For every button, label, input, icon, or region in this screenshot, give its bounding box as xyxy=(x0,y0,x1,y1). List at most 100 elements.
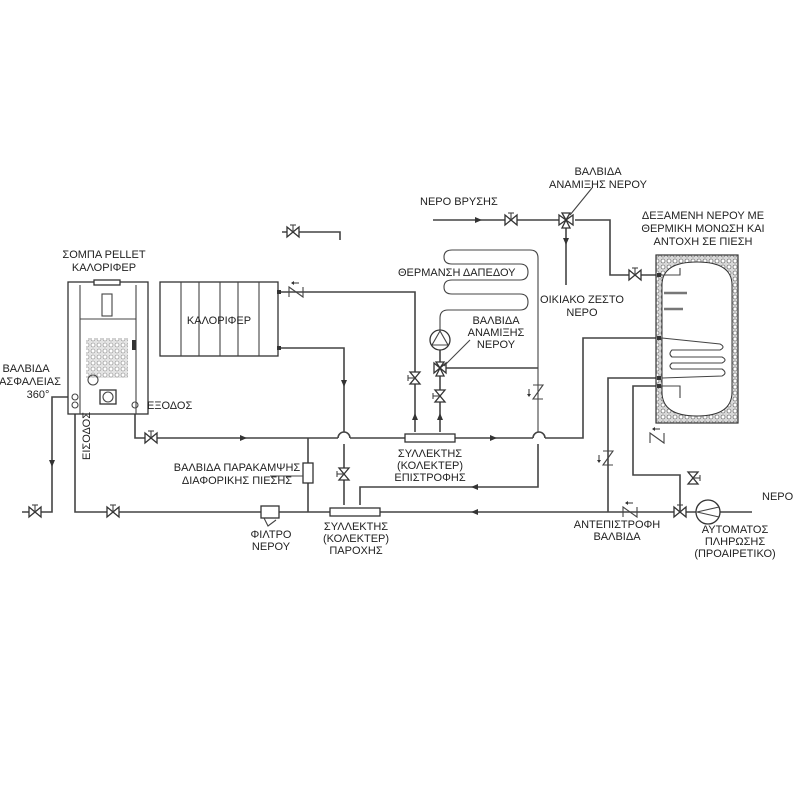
svg-text:ΑΝΤΕΠΙΣΤΡΟΦΗ: ΑΝΤΕΠΙΣΤΡΟΦΗ xyxy=(574,519,661,531)
arrow-icon xyxy=(490,435,497,441)
svg-text:ΑΝΑΜΙΞΗΣ: ΑΝΑΜΙΞΗΣ xyxy=(468,327,525,339)
mixing-valve-icon[interactable] xyxy=(433,361,447,377)
heat-exchanger-coil xyxy=(661,337,726,379)
safety-valve-pipe xyxy=(22,396,68,513)
supply-manifold-label: ΠΑΡΟΧΗΣ xyxy=(329,545,382,557)
svg-text:ΚΑΛΟΡΙΦΕΡ: ΚΑΛΟΡΙΦΕΡ xyxy=(72,262,136,274)
tank-cold-inlet xyxy=(632,385,681,495)
storage-tank[interactable] xyxy=(655,254,739,424)
return-manifold[interactable] xyxy=(404,433,456,443)
gate-valve-icon[interactable] xyxy=(432,389,447,403)
svg-text:ΑΥΤΟΜΑΤΟΣ: ΑΥΤΟΜΑΤΟΣ xyxy=(702,524,769,536)
auto-fill-label: (ΠΡΟΑΙΡΕΤΙΚΟ) xyxy=(694,548,775,560)
svg-text:ΔΕΞΑΜΕΝΗ ΝΕΡΟΥ ΜΕ: ΔΕΞΑΜΕΝΗ ΝΕΡΟΥ ΜΕ xyxy=(642,210,764,222)
arrow-icon xyxy=(471,484,478,490)
inlet-label: ΕΙΣΟΔΟΣ xyxy=(81,412,93,460)
radiator-return xyxy=(280,347,345,432)
arrow-icon xyxy=(437,413,443,420)
svg-text:ΝΕΡΟΥ: ΝΕΡΟΥ xyxy=(252,541,291,553)
svg-text:360°: 360° xyxy=(27,389,50,401)
dhw-label: ΟΙΚΙΑΚΟ ΖΕΣΤΟ xyxy=(540,294,624,306)
floor-mixing-valve-label: ΒΑΛΒΙΔΑ xyxy=(472,315,520,327)
outlet-label: ΕΞΟΔΟΣ xyxy=(147,400,192,412)
tank-label: ΑΝΤΟΧΗ ΣΕ ΠΙΕΣΗ xyxy=(654,236,753,248)
bypass-valve-icon[interactable] xyxy=(302,462,314,484)
arrow-icon xyxy=(240,435,247,441)
gate-valve-icon[interactable] xyxy=(686,471,701,485)
svg-text:(ΚΟΛΕΚΤΕΡ): (ΚΟΛΕΚΤΕΡ) xyxy=(323,533,389,545)
radiator-label: ΚΑΛΟΡΙΦΕΡ xyxy=(187,315,251,327)
svg-text:ΝΕΡΟ: ΝΕΡΟ xyxy=(762,491,794,503)
check-valve-icon[interactable] xyxy=(527,384,545,400)
pipes xyxy=(22,219,752,513)
auto-fill-label: ΠΛΗΡΩΣΗΣ xyxy=(705,536,766,548)
svg-text:ΘΕΡΜΑΝΣΗ ΔΑΠΕΔΟΥ: ΘΕΡΜΑΝΣΗ ΔΑΠΕΔΟΥ xyxy=(398,267,516,279)
arrow-icon xyxy=(412,413,418,420)
gate-valve-icon[interactable] xyxy=(106,504,120,519)
check-valve-icon[interactable] xyxy=(288,281,304,299)
arrow-icon xyxy=(471,509,478,515)
stove-label: ΚΑΛΟΡΙΦΕΡ xyxy=(72,262,136,274)
check-valve-label: ΒΑΛΒΙΔΑ xyxy=(593,531,641,543)
stub-pipe xyxy=(282,231,341,240)
supply-manifold[interactable] xyxy=(329,507,381,517)
svg-text:ΠΑΡΟΧΗΣ: ΠΑΡΟΧΗΣ xyxy=(329,545,382,557)
crossover-1 xyxy=(337,431,351,439)
return-manifold-label: (ΚΟΛΕΚΤΕΡ) xyxy=(397,460,463,472)
valves xyxy=(28,187,701,527)
stove-inlet-pipe xyxy=(74,405,262,513)
radiator-supply xyxy=(280,291,416,432)
gate-valve-icon[interactable] xyxy=(28,504,42,519)
gate-valve-icon[interactable] xyxy=(628,267,642,282)
bypass-valve-label: ΔΙΑΦΟΡΙΚΗΣ ΠΙΕΣΗΣ xyxy=(182,475,292,487)
fill-pump-icon[interactable] xyxy=(695,499,721,525)
check-valve-label: ΑΝΤΕΠΙΣΤΡΟΦΗ xyxy=(574,519,661,531)
dhw-mixing-valve-label: ΒΑΛΒΙΔΑ xyxy=(574,166,622,178)
floor-return xyxy=(359,444,539,505)
check-valve-icon[interactable] xyxy=(622,501,638,519)
dhw-label: ΝΕΡΟ xyxy=(566,307,598,319)
check-valve-icon[interactable] xyxy=(649,427,665,445)
svg-text:ΝΕΡΟΥ: ΝΕΡΟΥ xyxy=(477,339,516,351)
svg-text:ΝΕΡΟ: ΝΕΡΟ xyxy=(566,307,598,319)
floor-heating-coil xyxy=(439,249,539,432)
svg-text:ΟΙΚΙΑΚΟ ΖΕΣΤΟ: ΟΙΚΙΑΚΟ ΖΕΣΤΟ xyxy=(540,294,624,306)
svg-text:ΝΕΡΟ ΒΡΥΣΗΣ: ΝΕΡΟ ΒΡΥΣΗΣ xyxy=(420,196,498,208)
stove-outlet-pipe xyxy=(134,405,338,439)
water-label: ΝΕΡΟ xyxy=(762,491,794,503)
svg-text:ΣΥΛΛΕΚΤΗΣ: ΣΥΛΛΕΚΤΗΣ xyxy=(398,448,462,460)
svg-text:ΕΠΙΣΤΡΟΦΗΣ: ΕΠΙΣΤΡΟΦΗΣ xyxy=(394,472,465,484)
tank-coil-return xyxy=(607,377,660,512)
gate-valve-icon[interactable] xyxy=(504,212,518,227)
safety-valve-label: ΑΣΦΑΛΕΙΑΣ xyxy=(0,376,61,388)
check-valve-icon[interactable] xyxy=(597,450,615,466)
return-to-tank xyxy=(545,337,660,439)
gate-valve-icon[interactable] xyxy=(286,224,300,239)
labels: ΣΟΜΠΑ PELLET ΚΑΛΟΡΙΦΕΡ ΒΑΛΒΙΔΑ ΑΣΦΑΛΕΙΑΣ… xyxy=(0,166,794,560)
svg-text:ΒΑΛΒΙΔΑ: ΒΑΛΒΙΔΑ xyxy=(472,315,520,327)
floor-mixing-valve-label: ΝΕΡΟΥ xyxy=(477,339,516,351)
gate-valve-icon[interactable] xyxy=(336,467,351,481)
svg-text:ΒΑΛΒΙΔΑ ΠΑΡΑΚΑΜΨΗΣ: ΒΑΛΒΙΔΑ ΠΑΡΑΚΑΜΨΗΣ xyxy=(174,462,301,474)
svg-text:ΔΙΑΦΟΡΙΚΗΣ ΠΙΕΣΗΣ: ΔΙΑΦΟΡΙΚΗΣ ΠΙΕΣΗΣ xyxy=(182,475,292,487)
crossover-2 xyxy=(532,431,546,439)
svg-text:(ΠΡΟΑΙΡΕΤΙΚΟ): (ΠΡΟΑΙΡΕΤΙΚΟ) xyxy=(694,548,775,560)
return-manifold-label: ΕΠΙΣΤΡΟΦΗΣ xyxy=(394,472,465,484)
filter-icon[interactable] xyxy=(260,505,280,527)
svg-text:ΕΞΟΔΟΣ: ΕΞΟΔΟΣ xyxy=(147,400,192,412)
arrow-icon xyxy=(563,238,569,245)
radiator[interactable] xyxy=(159,281,281,357)
circulation-pump-icon[interactable] xyxy=(429,329,451,351)
gate-valve-icon[interactable] xyxy=(407,371,422,385)
mixing-valve-icon[interactable] xyxy=(558,212,574,229)
svg-text:ΒΑΛΒΙΔΑ: ΒΑΛΒΙΔΑ xyxy=(593,531,641,543)
svg-text:ΑΝΑΜΙΞΗΣ ΝΕΡΟΥ: ΑΝΑΜΙΞΗΣ ΝΕΡΟΥ xyxy=(549,179,648,191)
svg-text:ΣΥΛΛΕΚΤΗΣ: ΣΥΛΛΕΚΤΗΣ xyxy=(324,521,388,533)
svg-text:(ΚΟΛΕΚΤΕΡ): (ΚΟΛΕΚΤΕΡ) xyxy=(397,460,463,472)
gate-valve-icon[interactable] xyxy=(144,430,158,445)
bypass-valve-label: ΒΑΛΒΙΔΑ ΠΑΡΑΚΑΜΨΗΣ xyxy=(174,462,301,474)
svg-text:ΘΕΡΜΙΚΗ ΜΟΝΩΣΗ ΚΑΙ: ΘΕΡΜΙΚΗ ΜΟΝΩΣΗ ΚΑΙ xyxy=(641,223,764,235)
return-manifold-label: ΣΥΛΛΕΚΤΗΣ xyxy=(398,448,462,460)
pellet-stove[interactable] xyxy=(67,279,149,415)
gate-valve-icon[interactable] xyxy=(673,504,687,519)
